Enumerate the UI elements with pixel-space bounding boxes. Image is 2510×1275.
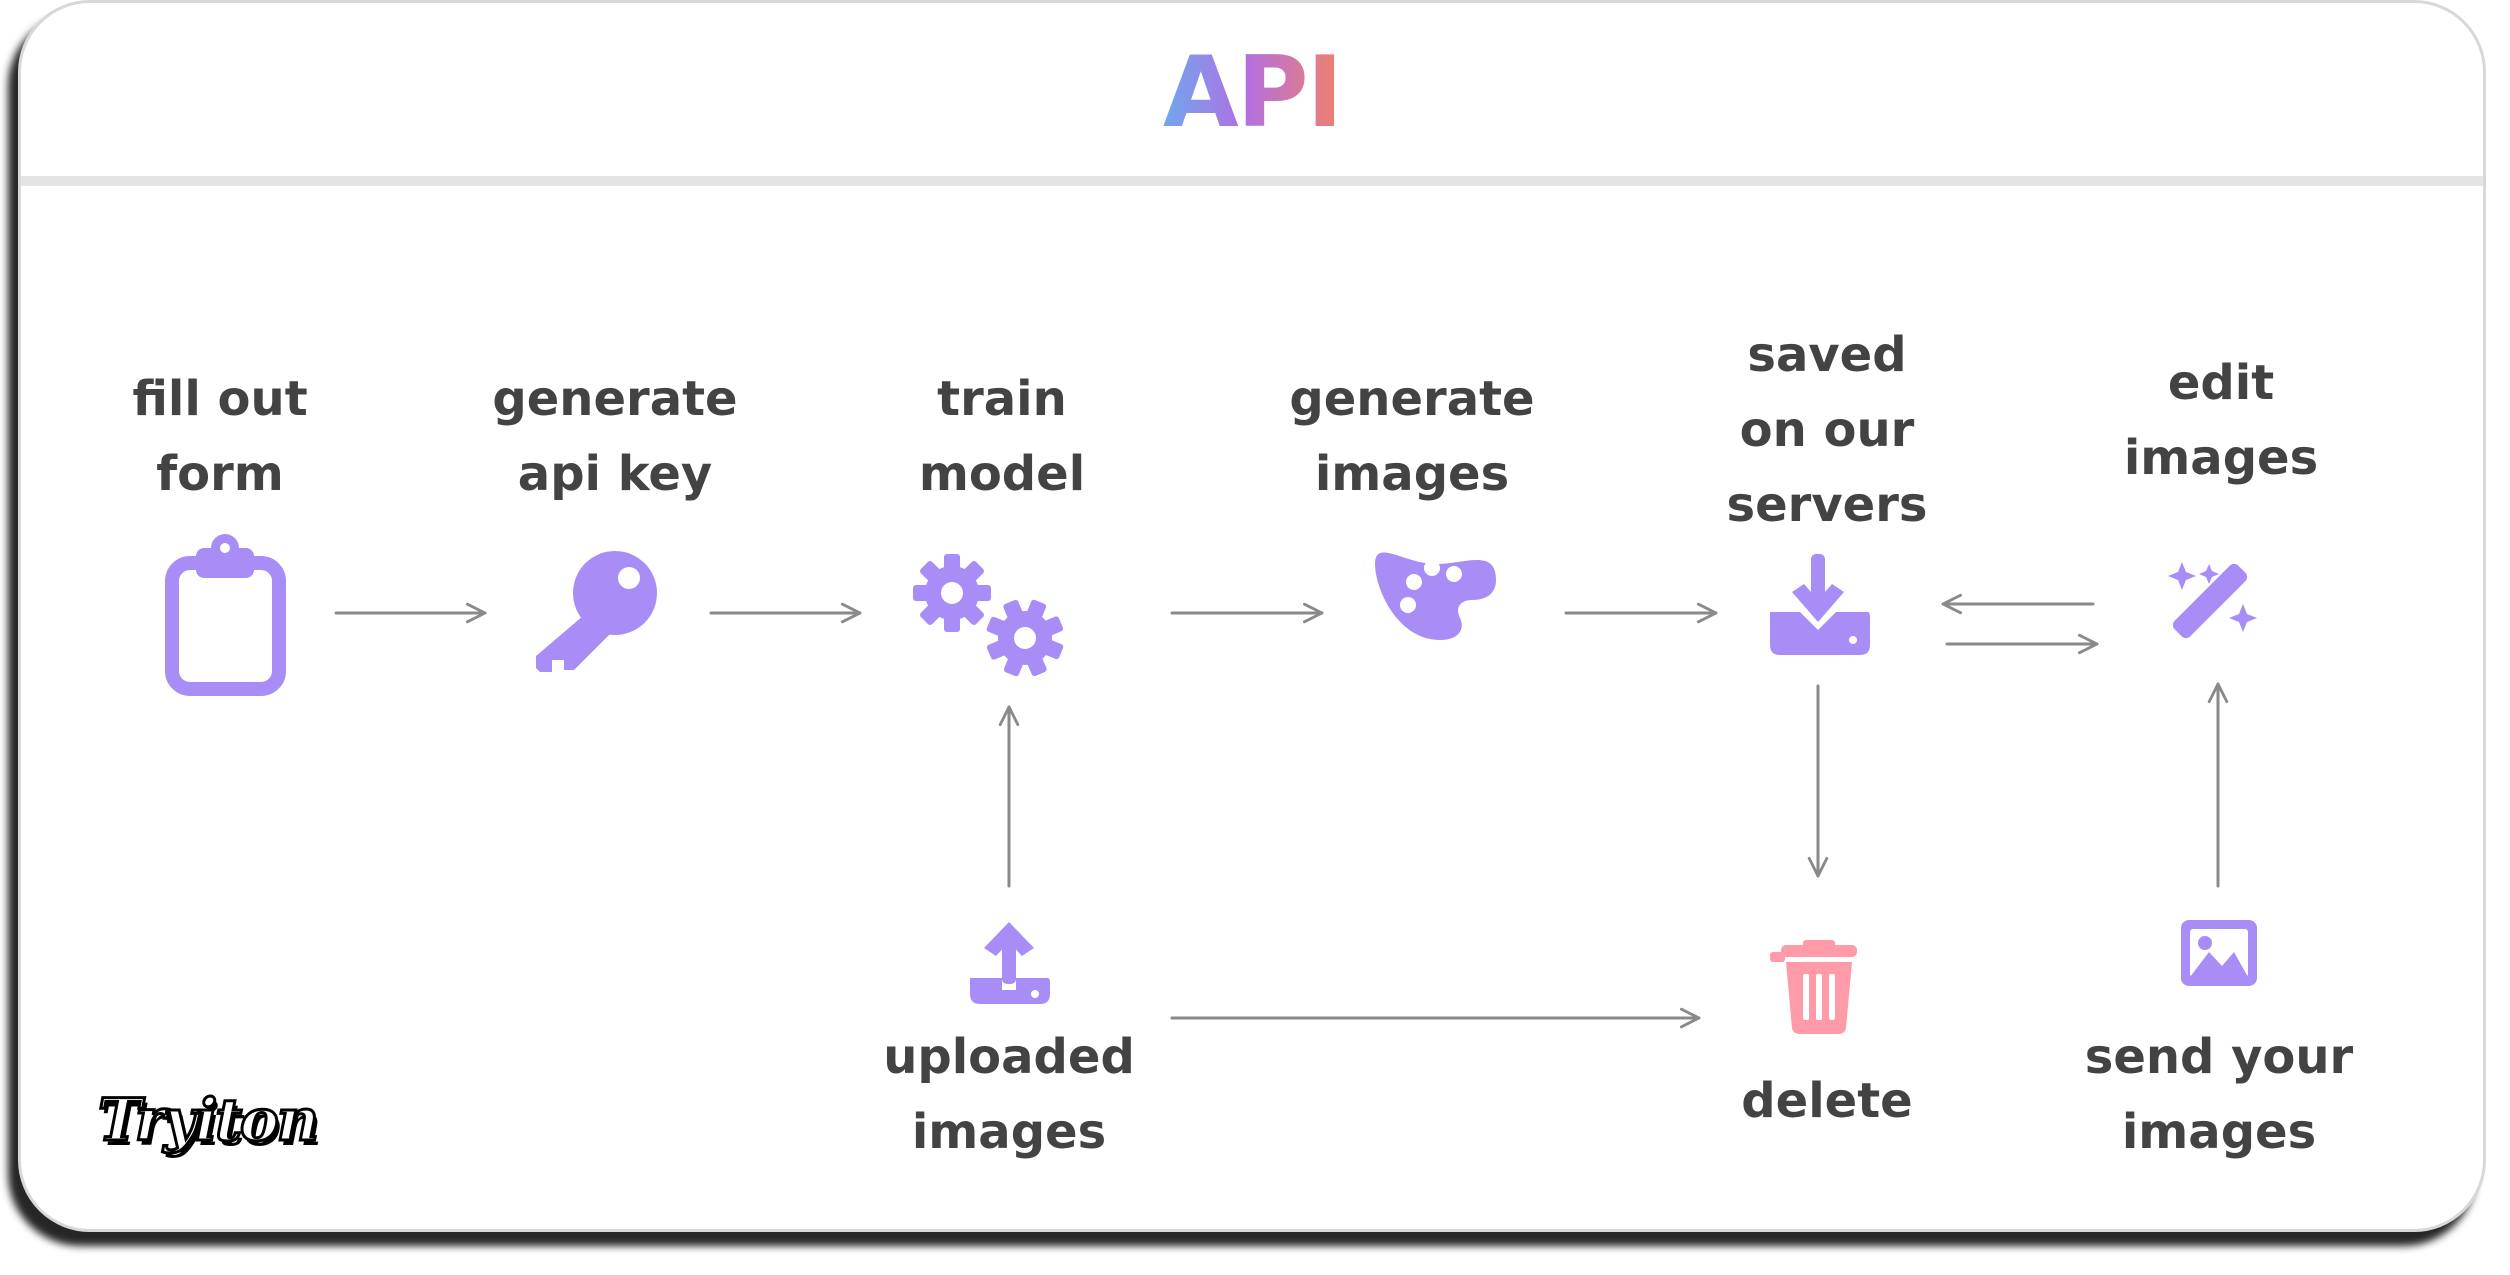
magic-wand-icon: [2168, 562, 2257, 639]
image-icon: [2181, 920, 2257, 986]
clipboard-icon: [165, 534, 286, 696]
gears-icon: [913, 554, 1064, 677]
upload-icon: [970, 922, 1050, 1004]
palette-icon: [1375, 552, 1496, 640]
diagram-card: API: [18, 0, 2486, 1232]
diagram-title: API: [1162, 36, 1343, 150]
download-icon: [1770, 554, 1870, 655]
trash-icon: [1770, 940, 1857, 1034]
label-delete: delete: [1741, 1073, 1913, 1129]
title-divider: [21, 176, 2483, 186]
tryiton-logo: Tryiton: [97, 1085, 321, 1156]
key-icon: [536, 551, 657, 672]
